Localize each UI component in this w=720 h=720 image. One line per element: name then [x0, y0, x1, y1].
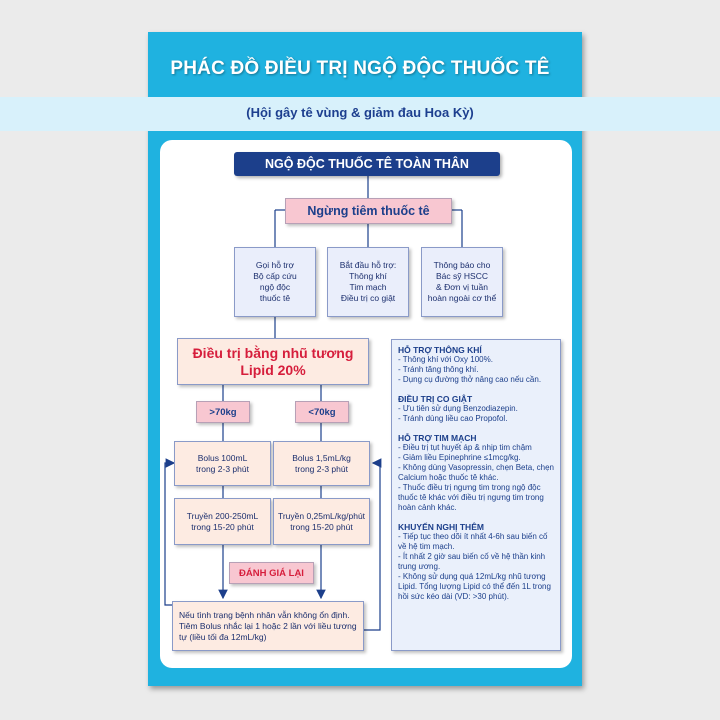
- cardio-list: Điều trị tụt huyết áp & nhịp tim chậm Gi…: [398, 443, 554, 513]
- list-item: Tránh dùng liều cao Propofol.: [398, 414, 554, 424]
- infusion-left-box: Truyền 200-250mL trong 15-20 phút: [174, 498, 271, 545]
- list-item: Dụng cụ đường thở nâng cao nếu cần.: [398, 375, 554, 385]
- bolus-left-line: trong 2-3 phút: [196, 463, 249, 474]
- notify-box: Thông báo cho Bác sỹ HSCC & Đơn vị tuần …: [421, 247, 503, 317]
- repeat-bolus-line: Tiêm Bolus nhắc lại 1 hoặc 2 lần với liề…: [179, 620, 357, 631]
- notify-line: hoàn ngoài cơ thể: [427, 293, 497, 303]
- further-title: KHUYẾN NGHỊ THÊM: [398, 522, 484, 532]
- subtitle-band: [0, 97, 720, 131]
- bolus-right-box: Bolus 1,5mL/kg trong 2-3 phút: [273, 441, 370, 486]
- stop-injection-box: Ngừng tiêm thuốc tê: [285, 198, 452, 224]
- guidelines-panel: HỖ TRỢ THÔNG KHÍ Thông khí với Oxy 100%.…: [391, 339, 561, 651]
- list-item: Không dùng Vasopressin, chẹn Beta, chẹn …: [398, 463, 554, 483]
- repeat-bolus-line: Nếu tình trạng bệnh nhân vẫn không ổn đị…: [179, 609, 350, 620]
- call-help-line: Bộ cấp cứu: [253, 271, 297, 281]
- call-help-line: ngộ độc: [259, 282, 291, 292]
- weight-over-70-box: >70kg: [196, 401, 250, 423]
- infusion-right-box: Truyền 0,25mL/kg/phút trong 15-20 phút: [273, 498, 370, 545]
- start-support-line: Thông khí: [349, 271, 387, 281]
- infusion-right-line: trong 15-20 phút: [290, 521, 353, 532]
- start-support-line: Bắt đầu hỗ trợ:: [339, 260, 397, 270]
- loop-arrow-left: [164, 458, 176, 606]
- list-item: Không sử dụng quá 12mL/kg nhũ tương Lipi…: [398, 572, 554, 602]
- call-help-line: thuốc tê: [259, 293, 291, 303]
- seizure-title: ĐIỀU TRỊ CO GIẬT: [398, 394, 473, 404]
- call-help-box: Gọi hỗ trợ Bộ cấp cứu ngộ độc thuốc tê: [234, 247, 316, 317]
- start-support-box: Bắt đầu hỗ trợ: Thông khí Tim mạch Điều …: [327, 247, 409, 317]
- bolus-right-line: Bolus 1,5mL/kg: [292, 452, 351, 463]
- lipid-treatment-line: Điều trị bằng nhũ tương: [192, 344, 354, 361]
- bolus-left-box: Bolus 100mL trong 2-3 phút: [174, 441, 271, 486]
- ventilation-title: HỖ TRỢ THÔNG KHÍ: [398, 345, 482, 355]
- systemic-toxicity-box: NGỘ ĐỘC THUỐC TÊ TOÀN THÂN: [234, 152, 500, 176]
- list-item: Tránh tăng thông khí.: [398, 365, 554, 375]
- list-item: Ưu tiên sử dụng Benzodiazepin.: [398, 404, 554, 414]
- list-item: Thuốc điều trị ngưng tim trong ngộ độc t…: [398, 483, 554, 513]
- list-item: Ít nhất 2 giờ sau biến cố về hệ thần kin…: [398, 552, 554, 572]
- page-title: PHÁC ĐỒ ĐIỀU TRỊ NGỘ ĐỘC THUỐC TÊ: [170, 58, 550, 79]
- notify-line: Bác sỹ HSCC: [436, 271, 488, 281]
- infusion-left-line: trong 15-20 phút: [191, 521, 254, 532]
- loop-arrow-right: [364, 458, 382, 631]
- infusion-right-line: Truyền 0,25mL/kg/phút: [277, 510, 366, 521]
- list-item: Giảm liều Epinephrine ≤1mcg/kg.: [398, 453, 554, 463]
- repeat-bolus-box: Nếu tình trạng bệnh nhân vẫn không ổn đị…: [172, 601, 364, 651]
- page-subtitle: (Hội gây tê vùng & giảm đau Hoa Kỳ): [246, 105, 474, 120]
- lipid-treatment-box: Điều trị bằng nhũ tương Lipid 20%: [177, 338, 369, 385]
- ventilation-list: Thông khí với Oxy 100%. Tránh tăng thông…: [398, 355, 554, 385]
- repeat-bolus-line: tự (liều tối đa 12mL/kg): [179, 631, 267, 642]
- list-item: Thông khí với Oxy 100%.: [398, 355, 554, 365]
- bolus-right-line: trong 2-3 phút: [295, 463, 348, 474]
- start-support-line: Tim mạch: [349, 282, 387, 292]
- lipid-treatment-line: Lipid 20%: [240, 361, 306, 378]
- weight-under-70-box: <70kg: [295, 401, 349, 423]
- list-item: Tiếp tục theo dõi ít nhất 4-6h sau biến …: [398, 532, 554, 552]
- start-support-line: Điều trị co giật: [340, 293, 396, 303]
- bolus-left-line: Bolus 100mL: [197, 452, 248, 463]
- list-item: Điều trị tụt huyết áp & nhịp tim chậm: [398, 443, 554, 453]
- infusion-left-line: Truyền 200-250mL: [186, 510, 259, 521]
- call-help-line: Gọi hỗ trợ: [255, 260, 295, 270]
- cardio-title: HỖ TRỢ TIM MẠCH: [398, 433, 477, 443]
- reassess-box: ĐÁNH GIÁ LẠI: [229, 562, 314, 584]
- seizure-list: Ưu tiên sử dụng Benzodiazepin. Tránh dùn…: [398, 404, 554, 424]
- notify-line: Thông báo cho: [433, 260, 491, 270]
- further-list: Tiếp tục theo dõi ít nhất 4-6h sau biến …: [398, 532, 554, 602]
- notify-line: & Đơn vị tuần: [436, 282, 488, 292]
